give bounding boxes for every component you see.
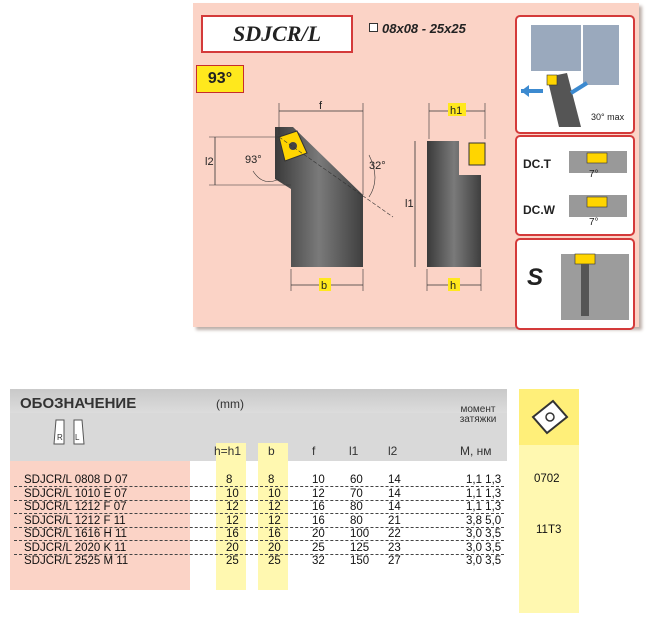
- designation-header: ОБОЗНАЧЕНИЕ: [20, 395, 137, 412]
- row-divider: [14, 526, 504, 528]
- torque-header: момент затяжки: [459, 404, 497, 425]
- approach-angle-badge: 93°: [196, 65, 244, 93]
- cell-f: 16: [312, 501, 325, 513]
- rl-hand-icon: R L: [53, 419, 85, 445]
- cell-code: SDJCR/L 1616 H 11: [24, 528, 127, 540]
- row-divider: [14, 486, 504, 487]
- cell-b: 20: [268, 541, 281, 554]
- cell-b: 12: [268, 514, 281, 527]
- cell-l1: 100: [350, 528, 370, 540]
- dim-h: h: [450, 280, 456, 292]
- dim-l2: l2: [205, 156, 214, 168]
- col-header-b: b: [268, 444, 275, 458]
- cell-m: 1,1 1,3: [466, 487, 502, 500]
- dim-f: f: [319, 100, 323, 112]
- cell-h: 10: [226, 487, 239, 500]
- geometry-box: 30° max: [515, 15, 635, 134]
- product-title: SDJCR/L: [201, 15, 353, 53]
- cell-l1: 70: [350, 487, 363, 500]
- screw-icon: [581, 264, 589, 316]
- row-divider: [14, 540, 504, 541]
- cell-f: 32: [312, 555, 325, 567]
- cell-f: 20: [312, 528, 325, 540]
- cell-h: 12: [226, 501, 239, 513]
- tool-shank-side: [427, 141, 481, 267]
- cell-m: 3,8 5,0: [466, 514, 502, 527]
- cell-l2: 14: [388, 474, 401, 486]
- cell-h: 20: [226, 541, 239, 554]
- cell-l1: 125: [350, 541, 370, 554]
- cell-l1: 80: [350, 501, 363, 513]
- cell-l1: 60: [350, 474, 363, 486]
- cell-b: 8: [268, 474, 275, 486]
- cell-h: 25: [226, 555, 239, 567]
- drawing-panel: SDJCR/L 08x08 - 25x25 93° f l2 93° 32°: [193, 3, 639, 330]
- insert-code-0702: 0702: [534, 473, 560, 485]
- svg-text:L: L: [75, 433, 80, 442]
- dim-b: b: [321, 280, 327, 292]
- cell-h: 8: [226, 474, 233, 486]
- designation-column-bg: [10, 461, 190, 590]
- tool-top-view: f l2 93° 32° b h1 l1 h: [205, 100, 486, 292]
- arrow-diagonal-icon: [569, 81, 589, 95]
- cell-m: 1,1 1,3: [466, 501, 502, 513]
- col-header-l2: l2: [388, 444, 398, 458]
- dcw-angle: 7°: [589, 217, 599, 228]
- cell-b: 25: [268, 555, 281, 567]
- col-header-m: M, нм: [460, 444, 492, 458]
- cell-m: 3,0 3,5: [466, 541, 502, 554]
- cell-h: 12: [226, 514, 239, 527]
- cell-f: 12: [312, 487, 325, 500]
- cell-code: SDJCR/L 1212 F 11: [24, 514, 126, 527]
- cell-m: 3,0 3,5: [466, 555, 502, 567]
- cell-f: 25: [312, 541, 325, 554]
- cell-l2: 22: [388, 528, 401, 540]
- size-range: 08x08 - 25x25: [369, 21, 466, 36]
- col-header-h: h=h1: [214, 444, 242, 458]
- row-divider: [14, 553, 504, 555]
- insert-shape-icon: [531, 399, 569, 435]
- tool-shank-top: [275, 127, 363, 267]
- cell-code: SDJCR/L 1212 F 07: [24, 501, 127, 513]
- dim-h1: h1: [450, 105, 462, 117]
- cell-h: 16: [226, 528, 239, 540]
- dct-label: DC.T: [523, 157, 551, 171]
- clamp-s-label: S: [527, 264, 544, 291]
- cell-f: 16: [312, 514, 325, 527]
- cell-l2: 27: [388, 555, 401, 567]
- row-divider: [14, 499, 504, 501]
- cell-l2: 23: [388, 541, 401, 554]
- cell-b: 10: [268, 487, 281, 500]
- chipbreaker-box: DC.T DC.W 7° 7°: [515, 135, 635, 236]
- insert-column-header: [519, 389, 579, 445]
- cell-l2: 21: [388, 514, 401, 527]
- cell-b: 16: [268, 528, 281, 540]
- cell-b: 12: [268, 501, 281, 513]
- cell-code: SDJCR/L 0808 D 07: [24, 474, 128, 486]
- cell-code: SDJCR/L 1010 E 07: [24, 487, 128, 500]
- insert-code-11T3: 11T3: [536, 524, 562, 536]
- dim-angle-32: 32°: [369, 160, 386, 172]
- dim-angle-93: 93°: [245, 154, 262, 166]
- svg-text:R: R: [57, 433, 63, 442]
- square-shank-icon: [369, 23, 378, 32]
- cell-l1: 80: [350, 514, 363, 527]
- cell-l2: 14: [388, 487, 401, 500]
- cell-f: 10: [312, 474, 325, 486]
- clamping-system-box: S: [515, 238, 635, 330]
- cell-l2: 14: [388, 501, 401, 513]
- dim-l1: l1: [405, 198, 414, 210]
- unit-label: (mm): [216, 397, 244, 411]
- cell-l1: 150: [350, 555, 370, 567]
- cell-m: 3,0 3,5: [466, 528, 502, 540]
- row-divider: [14, 513, 504, 514]
- cell-code: SDJCR/L 2020 K 11: [24, 541, 127, 554]
- dct-angle: 7°: [589, 169, 599, 180]
- dcw-label: DC.W: [523, 203, 555, 217]
- col-header-f: f: [312, 444, 316, 458]
- max-angle-note: 30° max: [591, 112, 625, 122]
- col-header-l1: l1: [349, 444, 359, 458]
- cell-code: SDJCR/L 2525 M 11: [24, 555, 129, 567]
- cell-m: 1,1 1,3: [466, 474, 502, 486]
